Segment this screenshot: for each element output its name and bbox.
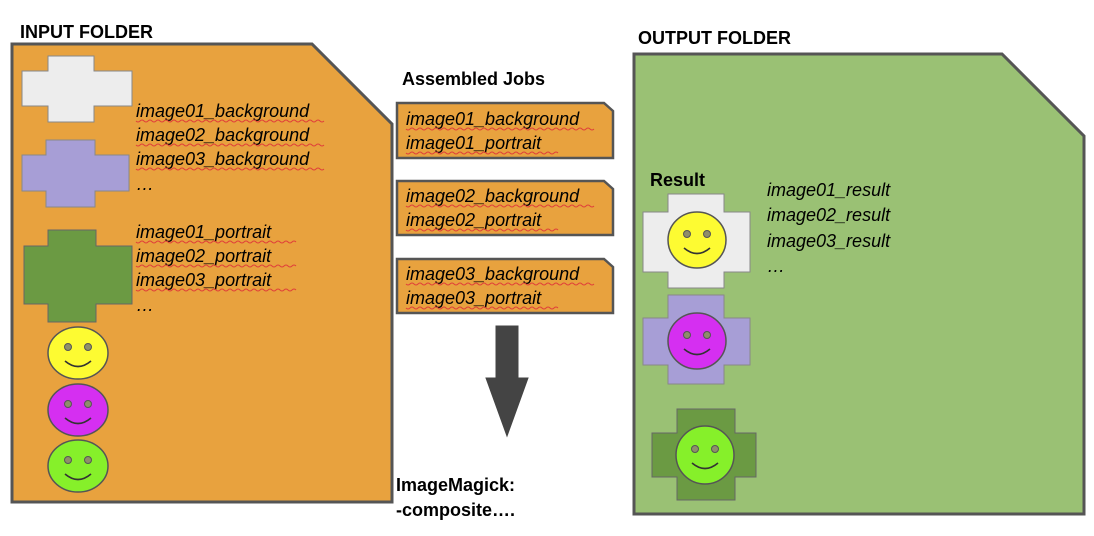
- input-file-label: …: [136, 174, 154, 194]
- process-command-label: ImageMagick:: [396, 475, 515, 495]
- output-file-label: …: [767, 256, 785, 276]
- output-file-label: image02_result: [767, 205, 891, 225]
- down-arrow-icon: [485, 325, 529, 438]
- result-image02-portrait-icon: [667, 312, 727, 370]
- jobs-title: Assembled Jobs: [402, 69, 545, 89]
- job-card-2: [395, 179, 615, 237]
- job-card-3: [395, 257, 615, 315]
- input-file-label: image01_background: [136, 101, 310, 121]
- output-file-label: image03_result: [767, 231, 891, 251]
- portrait-image02-icon: [47, 383, 109, 437]
- result-image01-portrait-icon: [667, 211, 727, 269]
- input-file-label: image01_portrait: [136, 222, 272, 242]
- input-folder-title: INPUT FOLDER: [20, 22, 153, 42]
- result-image03-portrait-icon: [675, 425, 735, 485]
- input-file-label: image02_background: [136, 125, 310, 145]
- job-portrait-label: image03_portrait: [406, 288, 542, 308]
- background-image03-icon: [23, 229, 133, 323]
- job-background-label: image01_background: [406, 109, 580, 129]
- background-image02-icon: [21, 139, 130, 208]
- input-file-label: …: [136, 295, 154, 315]
- input-file-label: image03_portrait: [136, 270, 272, 290]
- job-background-label: image03_background: [406, 264, 580, 284]
- portrait-image03-icon: [47, 439, 109, 493]
- output-folder-title: OUTPUT FOLDER: [638, 28, 791, 48]
- background-image01-icon: [21, 55, 133, 123]
- input-file-label: image03_background: [136, 149, 310, 169]
- job-portrait-label: image01_portrait: [406, 133, 542, 153]
- input-file-label: image02_portrait: [136, 246, 272, 266]
- output-file-label: image01_result: [767, 180, 891, 200]
- output-folder: [632, 52, 1086, 516]
- job-background-label: image02_background: [406, 186, 580, 206]
- job-portrait-label: image02_portrait: [406, 210, 542, 230]
- result-heading: Result: [650, 170, 705, 190]
- process-command-option: -composite….: [396, 500, 515, 520]
- job-card-1: [395, 101, 615, 160]
- portrait-image01-icon: [47, 326, 109, 380]
